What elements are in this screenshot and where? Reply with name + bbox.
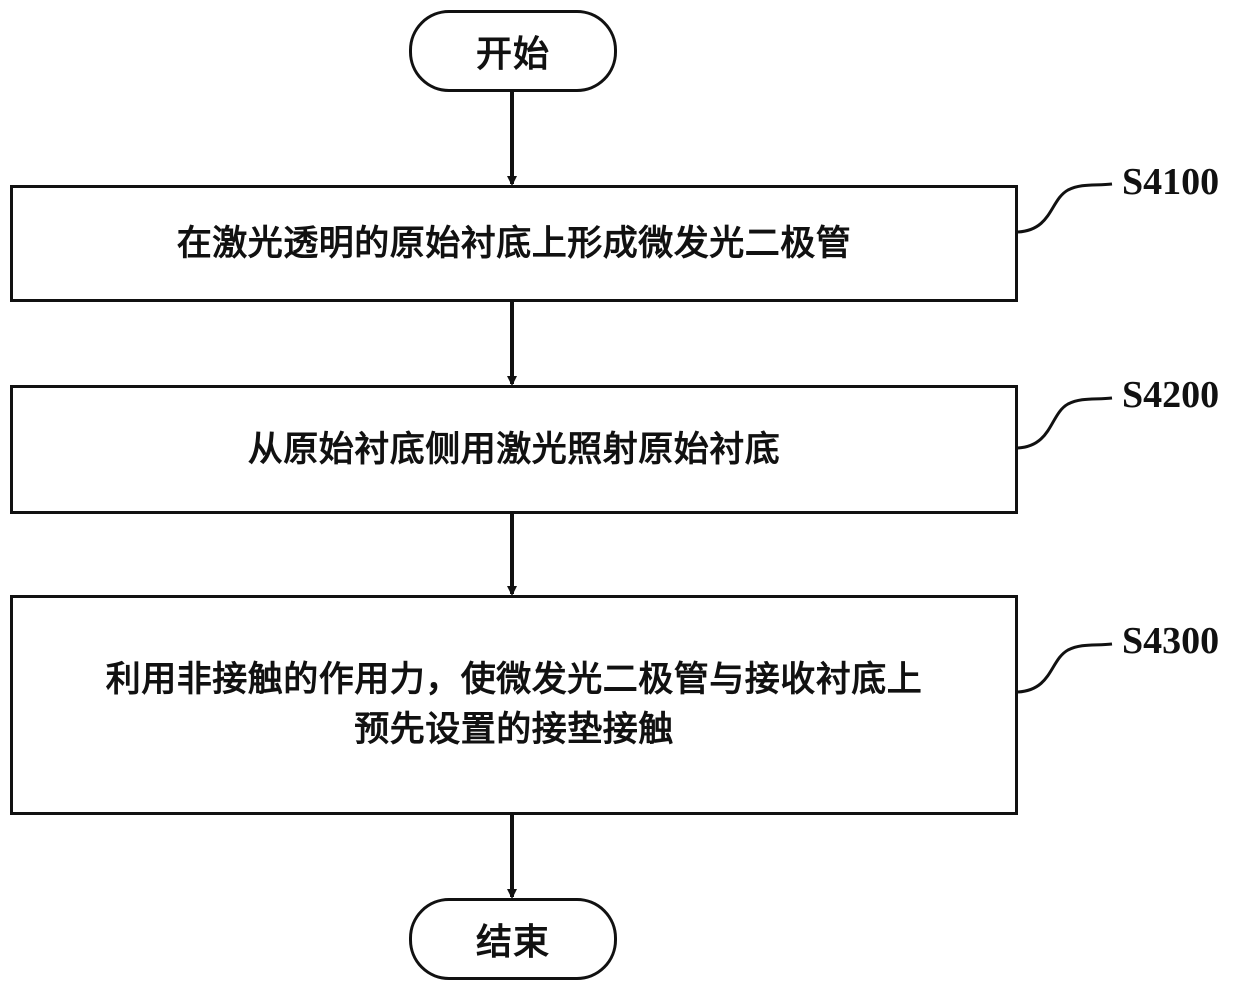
start-terminal: 开始 — [409, 10, 617, 92]
leader-s4100 — [1018, 184, 1112, 232]
leader-s4300 — [1018, 644, 1112, 692]
end-label: 结束 — [476, 913, 550, 965]
step-label-s4100: S4100 — [1122, 160, 1219, 204]
step-text-s4300-line-2: 预先设置的接垫接触 — [354, 705, 674, 755]
start-label: 开始 — [476, 25, 550, 77]
step-label-s4300: S4300 — [1122, 619, 1219, 663]
step-text-s4300-line-1: 利用非接触的作用力，使微发光二极管与接收衬底上 — [106, 655, 923, 705]
step-box-s4200: 从原始衬底侧用激光照射原始衬底 — [10, 385, 1018, 514]
step-text-s4100: 在激光透明的原始衬底上形成微发光二极管 — [177, 219, 852, 269]
step-label-s4200: S4200 — [1122, 373, 1219, 417]
step-text-s4200: 从原始衬底侧用激光照射原始衬底 — [248, 425, 781, 475]
step-box-s4300: 利用非接触的作用力，使微发光二极管与接收衬底上 预先设置的接垫接触 — [10, 595, 1018, 815]
end-terminal: 结束 — [409, 898, 617, 980]
step-box-s4100: 在激光透明的原始衬底上形成微发光二极管 — [10, 185, 1018, 302]
leader-s4200 — [1018, 398, 1112, 448]
